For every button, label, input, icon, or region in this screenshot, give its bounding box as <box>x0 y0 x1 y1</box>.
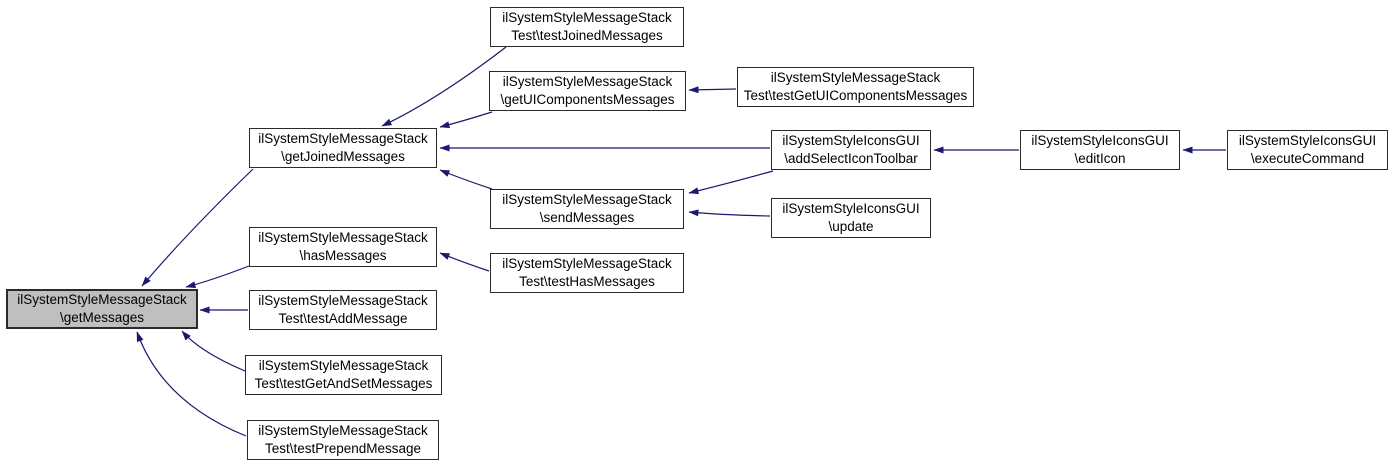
graph-node-get-messages[interactable]: ilSystemStyleMessageStack \getMessages <box>6 289 198 329</box>
edge-get-joined-messages-to-get-messages <box>141 168 254 287</box>
edge-test-joined-messages-to-get-joined-messages <box>381 46 507 127</box>
node-label-line1: ilSystemStyleMessageStack <box>502 10 672 25</box>
node-label-line2: Test\testJoinedMessages <box>511 28 663 43</box>
edge-add-select-icon-toolbar-to-send-messages <box>688 170 774 195</box>
node-label-line2: \getMessages <box>59 310 145 325</box>
graph-node-add-select-icon-toolbar[interactable]: ilSystemStyleIconsGUI \addSelectIconToolb… <box>771 130 931 170</box>
node-label-line1: ilSystemStyleIconsGUI <box>782 133 920 148</box>
graph-node-update[interactable]: ilSystemStyleIconsGUI \update <box>771 198 931 238</box>
graph-node-edit-icon[interactable]: ilSystemStyleIconsGUI \editIcon <box>1020 130 1180 170</box>
node-label-line2: Test\testHasMessages <box>519 274 655 289</box>
edge-has-messages-to-get-messages <box>185 265 250 289</box>
edge-send-messages-to-get-joined-messages <box>439 169 493 190</box>
node-label-line2: \executeCommand <box>1250 151 1365 166</box>
node-label-line2: \editIcon <box>1074 151 1126 166</box>
edge-test-has-messages-to-has-messages <box>439 252 490 272</box>
node-label-line1: ilSystemStyleMessageStack <box>258 293 428 308</box>
node-label-line1: ilSystemStyleIconsGUI <box>782 201 920 216</box>
edge-get-ui-components-messages-to-get-joined-messages <box>439 111 493 129</box>
edge-test-prepend-message-to-get-messages <box>136 331 247 437</box>
node-label-line1: ilSystemStyleMessageStack <box>770 70 941 85</box>
graph-node-execute-command[interactable]: ilSystemStyleIconsGUI \executeCommand <box>1227 130 1388 170</box>
node-label-line2: \getUIComponentsMessages <box>500 92 675 107</box>
edge-test-get-and-set-messages-to-get-messages <box>181 330 246 372</box>
node-label-line2: \getJoinedMessages <box>281 149 405 164</box>
node-label-line1: ilSystemStyleMessageStack <box>502 256 672 271</box>
edge-test-get-ui-components-messages-to-get-ui-components-messages <box>688 86 737 94</box>
node-label-line2: \hasMessages <box>299 248 387 263</box>
graph-node-send-messages[interactable]: ilSystemStyleMessageStack \sendMessages <box>490 189 684 229</box>
node-label-line1: ilSystemStyleMessageStack <box>258 358 429 373</box>
node-label-line2: Test\testGetUIComponentsMessages <box>743 88 968 103</box>
node-label-line1: ilSystemStyleMessageStack <box>258 230 428 245</box>
node-label-line2: \update <box>828 219 874 234</box>
graph-node-has-messages[interactable]: ilSystemStyleMessageStack \hasMessages <box>249 227 437 267</box>
node-label-line2: \addSelectIconToolbar <box>784 151 918 166</box>
node-label-line2: \sendMessages <box>539 210 635 225</box>
graph-node-get-ui-components-messages[interactable]: ilSystemStyleMessageStack \getUIComponent… <box>489 71 686 111</box>
node-label-line1: ilSystemStyleIconsGUI <box>1238 133 1377 148</box>
node-label-line1: ilSystemStyleMessageStack <box>258 131 428 146</box>
graph-node-get-joined-messages[interactable]: ilSystemStyleMessageStack \getJoinedMessa… <box>249 128 437 168</box>
node-label-line2: Test\testPrependMessage <box>264 441 422 456</box>
edge-update-to-send-messages <box>688 209 771 217</box>
node-label-line1: ilSystemStyleIconsGUI <box>1031 133 1169 148</box>
node-label-line1: ilSystemStyleMessageStack <box>258 423 428 438</box>
node-label-line1: ilSystemStyleMessageStack <box>17 292 187 307</box>
node-label-line1: ilSystemStyleMessageStack <box>502 192 672 207</box>
node-label-line2: Test\testAddMessage <box>278 311 408 326</box>
node-label-line2: Test\testGetAndSetMessages <box>254 376 433 391</box>
node-label-line1: ilSystemStyleMessageStack <box>502 74 673 89</box>
